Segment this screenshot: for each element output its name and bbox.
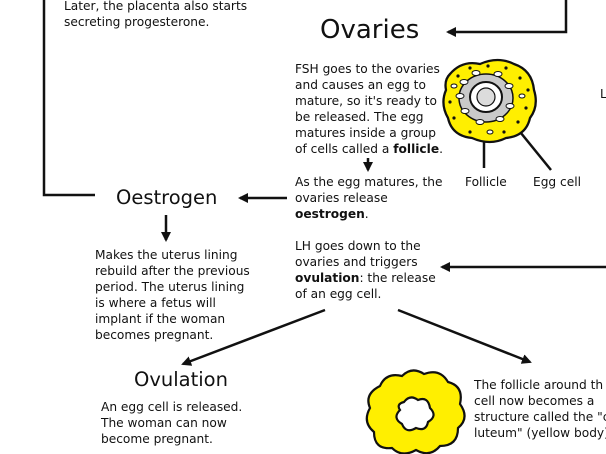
egg-cell-label: Egg cell bbox=[533, 175, 582, 189]
follicle-cells bbox=[450, 70, 526, 135]
release-line: oestrogen. bbox=[295, 207, 442, 223]
fsh-line-text: of cells called a bbox=[295, 141, 394, 156]
fsh-line: matures inside a group bbox=[295, 125, 437, 140]
fsh-line: FSH goes to the ovaries bbox=[295, 62, 440, 76]
oestrogen-line: is where a fetus will bbox=[95, 295, 216, 310]
ovaries-title: Ovaries bbox=[320, 15, 420, 45]
to-ovulation-arrow bbox=[181, 308, 326, 366]
ovulation-line: The woman can now bbox=[101, 415, 227, 430]
corpus-luteum-shape bbox=[365, 369, 466, 454]
ovulation-term: ovulation bbox=[295, 270, 360, 285]
ovulation-line: become pregnant. bbox=[101, 431, 213, 446]
fsh-line: mature, so it's ready to bbox=[295, 93, 438, 108]
release-line: As the egg matures, the bbox=[295, 175, 443, 189]
oestrogen-line: period. The uterus lining bbox=[95, 279, 245, 294]
oestrogen-description: Makes the uterus lining rebuild after th… bbox=[95, 248, 250, 343]
ovulation-line: An egg cell is released. bbox=[101, 400, 243, 414]
top-right-connector bbox=[446, 0, 568, 37]
release-line: ovaries release bbox=[295, 190, 388, 205]
lh-description: LH goes down to the ovaries and triggers… bbox=[295, 239, 436, 303]
lh-line: ovulation: the release bbox=[295, 271, 436, 287]
oestrogen-loop-line bbox=[42, 0, 95, 197]
corpus-luteum-description: The follicle around th cell now becomes … bbox=[474, 378, 606, 442]
corpus-line: The follicle around th bbox=[474, 378, 604, 392]
oestrogen-line: becomes pregnant. bbox=[95, 327, 214, 342]
oestrogen-release-description: As the egg matures, the ovaries release … bbox=[295, 175, 442, 223]
oestrogen-line: Makes the uterus lining bbox=[95, 248, 238, 262]
follicle-label: Follicle bbox=[465, 175, 507, 189]
oestrogen-line: rebuild after the previous bbox=[95, 263, 250, 278]
fsh-line-end: . bbox=[439, 141, 443, 156]
fsh-description: FSH goes to the ovaries and causes an eg… bbox=[295, 62, 443, 157]
ovulation-description: An egg cell is released. The woman can n… bbox=[101, 400, 242, 448]
lh-line-end: : the release bbox=[359, 270, 436, 285]
corpus-line: cell now becomes a bbox=[474, 393, 595, 408]
placenta-note: Later, the placenta also starts secretin… bbox=[64, 0, 247, 31]
placenta-note-line: secreting progesterone. bbox=[64, 14, 210, 29]
fsh-line: of cells called a follicle. bbox=[295, 142, 443, 158]
follicle-dots bbox=[448, 64, 530, 134]
follicle-illustration bbox=[442, 58, 537, 144]
lh-line: LH goes down to the bbox=[295, 239, 421, 253]
lh-line: of an egg cell. bbox=[295, 286, 382, 301]
corpus-line: luteum" (yellow body) bbox=[474, 425, 606, 440]
to-corpus-arrow bbox=[397, 308, 532, 364]
corpus-luteum-illustration bbox=[365, 369, 466, 454]
oestrogen-term: oestrogen bbox=[295, 206, 365, 221]
corpus-line: structure called the "c bbox=[474, 409, 606, 424]
oestrogen-line: implant if the woman bbox=[95, 311, 226, 326]
egg-nucleus bbox=[476, 87, 496, 107]
lh-line: ovaries and triggers bbox=[295, 254, 418, 269]
placenta-note-line: Later, the placenta also starts bbox=[64, 0, 248, 13]
fsh-line: and causes an egg to bbox=[295, 77, 426, 92]
fsh-line: be released. The egg bbox=[295, 109, 424, 124]
right-edge-letter: L bbox=[600, 87, 606, 101]
oestrogen-title: Oestrogen bbox=[116, 186, 218, 209]
ovulation-title: Ovulation bbox=[134, 368, 228, 391]
release-line-end: . bbox=[364, 206, 369, 221]
follicle-term: follicle bbox=[393, 141, 440, 156]
